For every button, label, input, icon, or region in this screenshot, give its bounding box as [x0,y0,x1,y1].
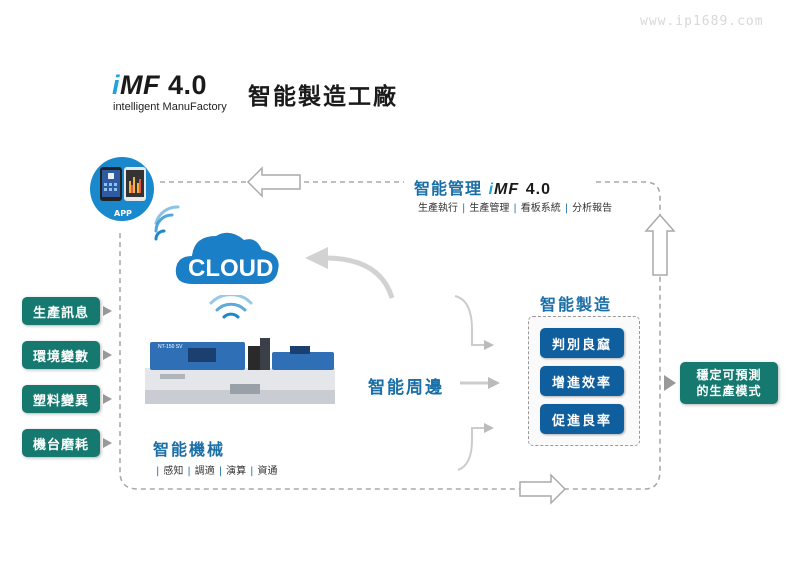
lower-branch-arrow-head-icon [484,423,494,433]
injection-machine-image [145,338,335,404]
wifi-icon-machine [209,295,253,319]
input-environment-variables: 環境變數 [22,341,100,369]
output-stable-production: 穩定可預測 的生產模式 [680,362,778,404]
curve-arrow-cloud-head-icon [305,247,328,269]
lower-branch-arrow [457,427,485,471]
hollow-arrow-right-icon [519,473,567,505]
mfg-item-quality-judgment: 判別良窳 [540,328,624,358]
input-production-info: 生產訊息 [22,297,100,325]
upper-branch-arrow [454,295,485,346]
management-items: 生產執行|生產管理|看板系統|分析報告 [418,203,613,214]
input-arrows [103,306,112,448]
output-arrow-icon [664,375,676,391]
curve-arrow-cloud [324,255,395,299]
upper-branch-arrow-head-icon [484,340,494,350]
machine-model-label: NT-150 SV [158,344,183,350]
management-title: 智能管理 iMF 4.0 [414,179,551,198]
input-material-variation: 塑料變異 [22,385,100,413]
machinery-items: |感知|調適|演算|資通 [156,466,278,477]
app-label: APP [114,209,132,218]
hollow-arrow-up-icon [644,213,676,276]
mfg-item-yield: 促進良率 [540,404,624,434]
cloud-label: CLOUD [188,255,274,282]
mid-branch-arrow-head-icon [488,377,500,389]
wifi-icon-cloud [154,205,180,241]
cloud-icon [175,232,279,284]
watermark: www.ip1689.com [640,14,764,29]
brand-subtitle: intelligent ManuFactory [113,101,227,113]
hollow-arrow-left-icon [246,166,301,198]
app-icon [90,157,154,221]
mfg-item-efficiency: 增進效率 [540,366,624,396]
brand-logo: iMF 4.0 [112,70,208,100]
peripheral-title: 智能周邊 [368,378,444,398]
page-title: 智能製造工廠 [248,84,398,110]
manufacturing-title: 智能製造 [540,295,613,314]
machinery-title: 智能機械 [153,440,226,459]
input-machine-wear: 機台磨耗 [22,429,100,457]
